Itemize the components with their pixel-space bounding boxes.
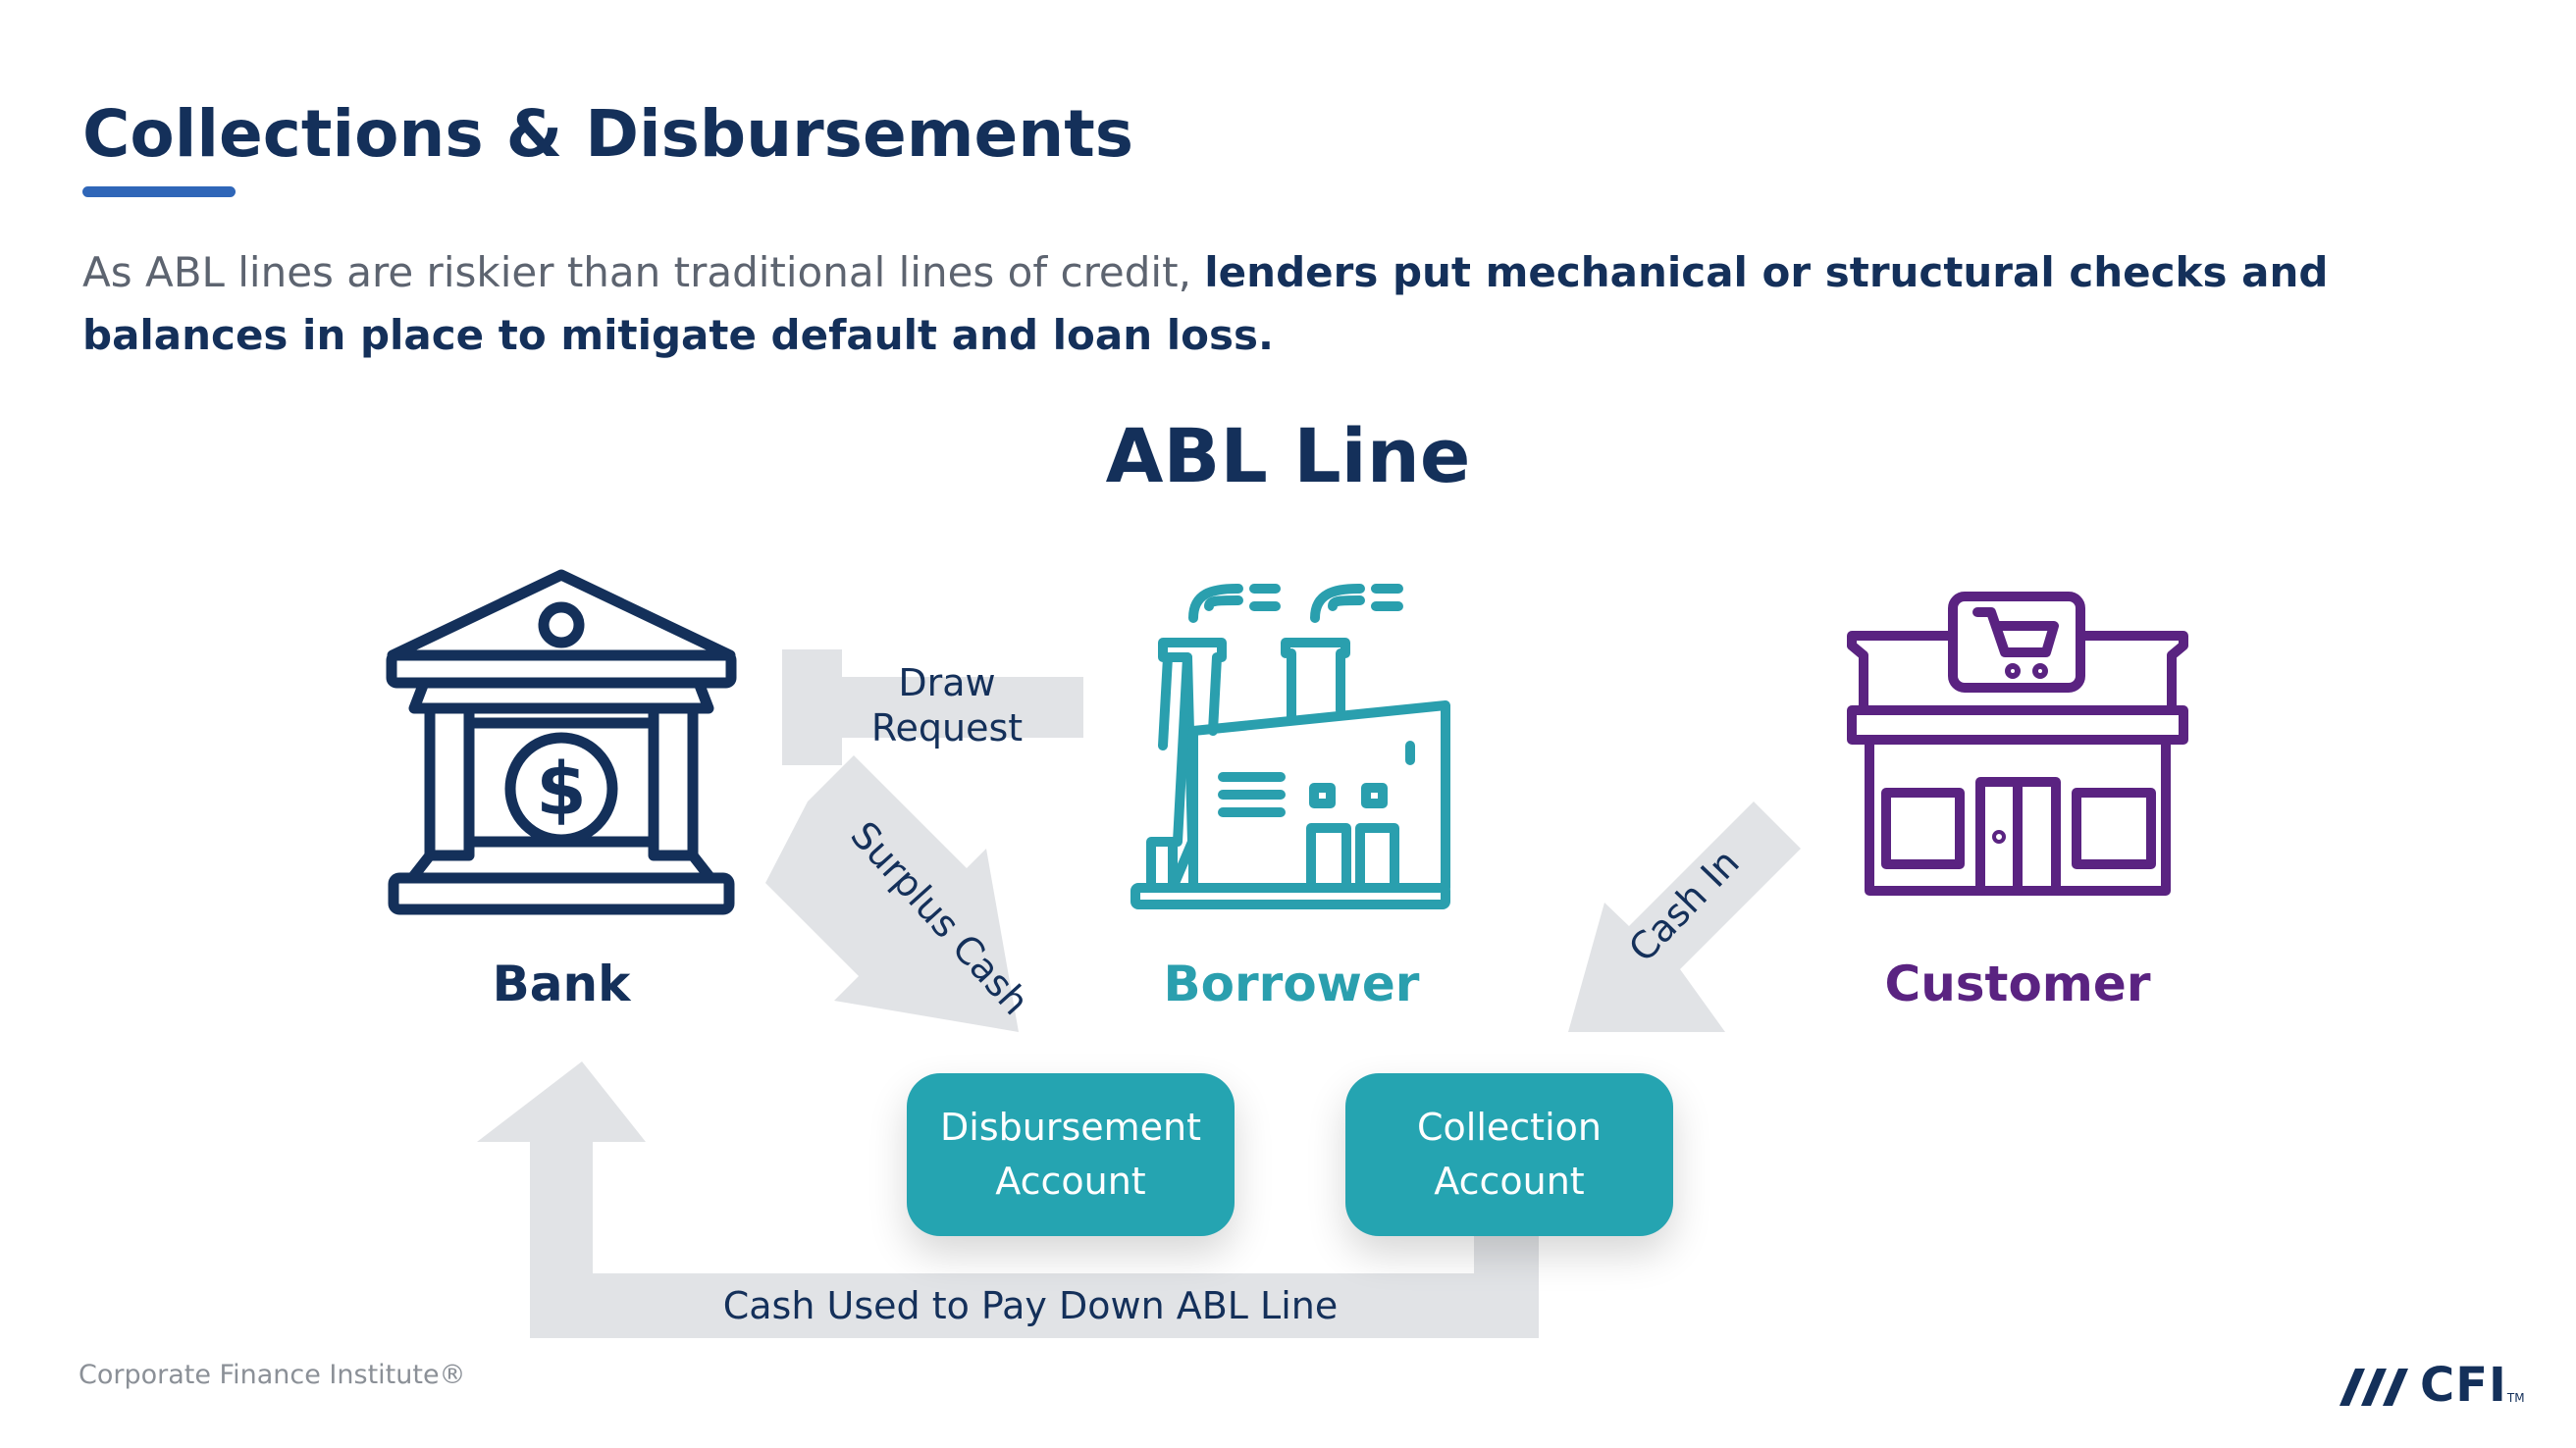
bank-icon: $ <box>386 569 737 915</box>
collection-account-box: Collection Account <box>1345 1073 1673 1236</box>
intro-text: As ABL lines are riskier than traditiona… <box>82 241 2506 367</box>
intro-regular-text: As ABL lines are riskier than traditiona… <box>82 248 1205 296</box>
collection-account-label: Collection Account <box>1417 1106 1602 1203</box>
cfi-logo-icon <box>2339 1369 2408 1406</box>
title-underline <box>82 186 236 197</box>
cfi-logo-tm: TM <box>2506 1391 2525 1405</box>
cash-in-arrow <box>1568 802 1801 1032</box>
pay-down-label: Cash Used to Pay Down ABL Line <box>722 1284 1339 1327</box>
cfi-logo-text: CFI <box>2420 1358 2507 1413</box>
footer-copyright: Corporate Finance Institute® <box>79 1360 466 1390</box>
draw-request-label: Draw Request <box>870 661 1024 750</box>
storefront-icon <box>1847 592 2188 896</box>
surplus-cash-arrow <box>765 755 1019 1032</box>
bank-label: Bank <box>492 956 631 1012</box>
intro-bold-text: lenders put mechanical or structural che… <box>82 248 2329 359</box>
customer-label: Customer <box>1884 956 2151 1012</box>
cfi-logo: CFI TM <box>2336 1358 2525 1413</box>
disbursement-account-label: Disbursement Account <box>940 1106 1201 1203</box>
disbursement-account-box: Disbursement Account <box>907 1073 1235 1236</box>
page-title: Collections & Disbursements <box>82 96 1134 172</box>
svg-text:$: $ <box>536 748 587 832</box>
borrower-label: Borrower <box>1163 956 1420 1012</box>
draw-request-arrow-shape <box>783 649 1083 765</box>
factory-icon <box>1130 584 1450 909</box>
diagram-title: ABL Line <box>1105 412 1471 499</box>
pay-down-arrow <box>477 1061 1539 1338</box>
